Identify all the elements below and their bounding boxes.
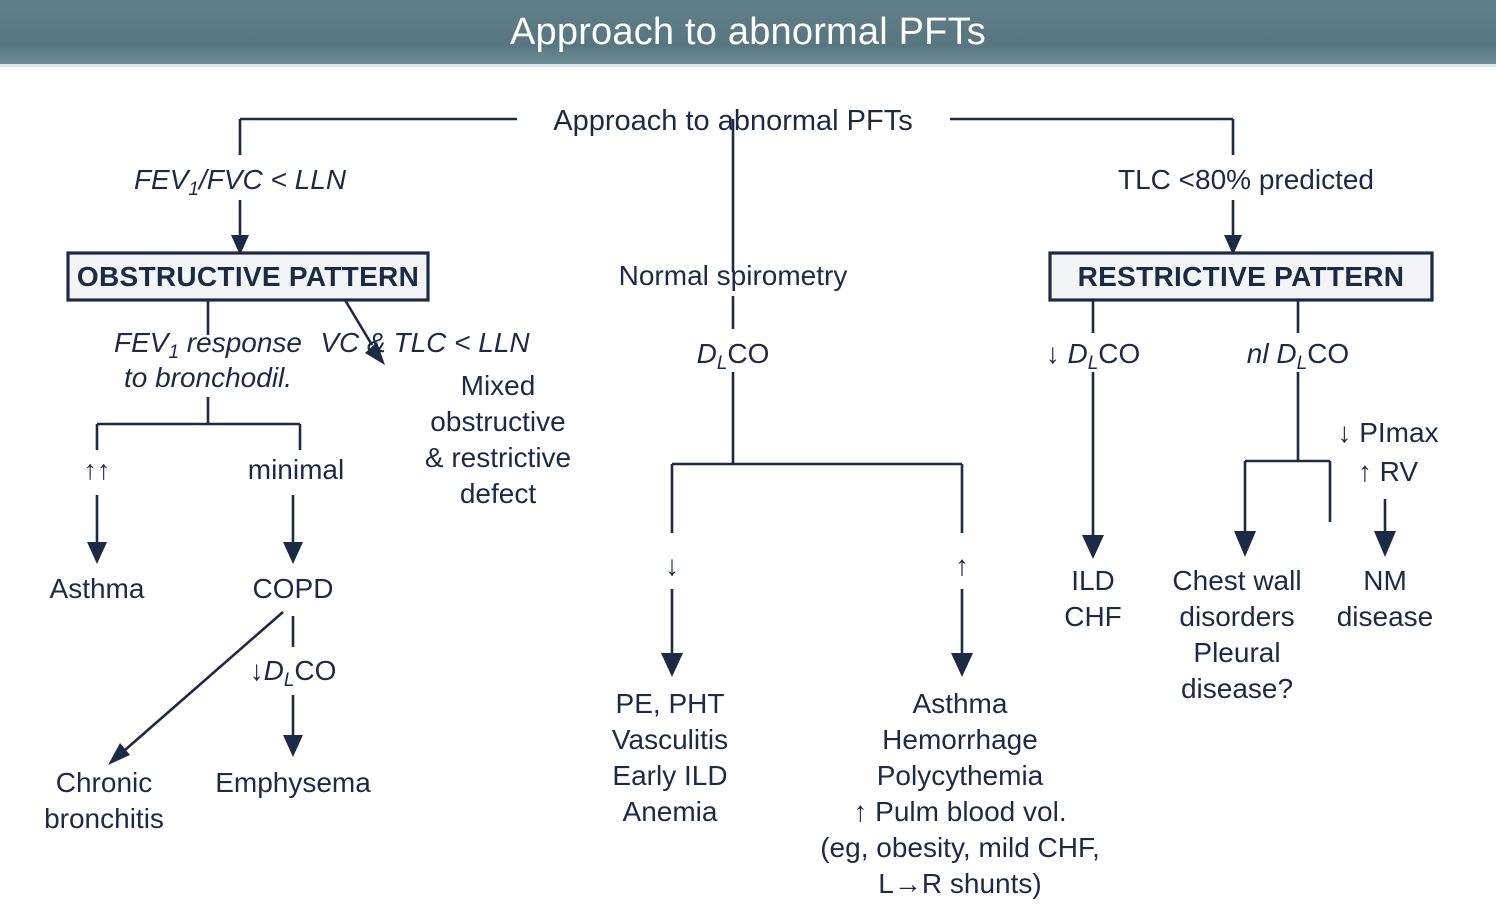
root-connector	[238, 117, 1235, 272]
middle-fork-high-label: ↑	[955, 550, 969, 581]
outcome-emphysema: Emphysema	[215, 767, 371, 798]
left-bronchodilator-test-line2: to bronchodil.	[124, 362, 292, 393]
outcome-copd: COPD	[253, 573, 334, 604]
middle-dlco-fork	[670, 372, 964, 533]
mixed-defect-line-3: & restrictive	[425, 442, 571, 473]
response-minimal-label: minimal	[248, 454, 344, 485]
flowchart-canvas: Approach to abnormal PFTs FEV1/FVC < LLN…	[0, 67, 1496, 921]
mixed-defect-line-4: defect	[460, 478, 536, 509]
left-bronchodilator-test-line1: FEV1 response	[114, 327, 302, 363]
mixed-defect-line-2: obstructive	[430, 406, 565, 437]
restrictive-pattern-box[interactable]	[1048, 251, 1434, 302]
arrow-to-asthma	[87, 495, 107, 564]
right-low-outcome-1: ILD	[1071, 565, 1115, 596]
copd-to-chronic-bronchitis-arrow	[108, 611, 284, 765]
obstructive-pattern-label: OBSTRUCTIVE PATTERN	[77, 261, 419, 292]
middle-high-outcome-6: L→R shunts)	[878, 868, 1041, 899]
right-nm-outcome-1: NM	[1363, 565, 1407, 596]
root-label: Approach to abnormal PFTs	[553, 105, 912, 137]
obstructive-pattern-box[interactable]	[66, 251, 430, 302]
right-chestwall-outcome-1: Chest wall	[1172, 565, 1301, 596]
arrow-to-emphysema	[283, 695, 303, 757]
middle-low-outcome-4: Anemia	[623, 796, 718, 827]
right-chestwall-outcome-3: Pleural	[1193, 637, 1280, 668]
arrow-to-chest-wall	[1234, 522, 1256, 557]
response-strong-label: ↑↑	[84, 455, 111, 485]
banner-underline	[0, 64, 1496, 67]
header-banner: Approach to abnormal PFTs	[0, 0, 1496, 64]
left-criterion-arrow	[231, 200, 249, 255]
flowchart-svg: Approach to abnormal PFTs FEV1/FVC < LLN…	[44, 105, 1438, 899]
arrow-to-ild-chf	[1082, 372, 1104, 559]
right-criterion: TLC <80% predicted	[1118, 164, 1374, 195]
middle-low-outcome-3: Early ILD	[612, 760, 727, 791]
left-vc-tlc-test: VC & TLC < LLN	[320, 327, 530, 358]
right-chestwall-outcome-2: disorders	[1179, 601, 1294, 632]
middle-low-outcome-1: PE, PHT	[616, 688, 725, 719]
middle-low-arrow	[661, 589, 683, 677]
middle-high-outcome-1: Asthma	[913, 688, 1008, 719]
right-low-dlco-test: ↓ DLCO	[1046, 338, 1141, 374]
restrictive-outgoing-stems	[1091, 300, 1300, 333]
nm-marker-rv: ↑ RV	[1358, 456, 1418, 487]
middle-dlco-test: DLCO	[697, 338, 770, 374]
outcome-chronic-bronchitis-line-2: bronchitis	[44, 803, 164, 834]
right-normal-dlco-fork	[1243, 372, 1332, 522]
arrow-to-nm-disease	[1374, 499, 1396, 557]
bronchodilator-response-fork	[95, 397, 302, 450]
obstructive-outgoing-stems	[206, 299, 385, 365]
middle-high-outcome-3: Polycythemia	[877, 760, 1044, 791]
middle-low-outcome-2: Vasculitis	[612, 724, 728, 755]
nm-marker-pimax: ↓ PImax	[1337, 417, 1438, 448]
middle-fork-low-label: ↓	[665, 550, 679, 581]
left-criterion: FEV1/FVC < LLN	[134, 164, 347, 200]
right-nm-outcome-2: disease	[1337, 601, 1434, 632]
middle-high-arrow	[951, 589, 973, 677]
right-criterion-arrow	[1224, 200, 1242, 255]
arrow-to-copd	[283, 495, 303, 564]
page-title: Approach to abnormal PFTs	[509, 10, 986, 53]
right-low-outcome-2: CHF	[1064, 601, 1122, 632]
middle-high-outcome-5: (eg, obesity, mild CHF,	[820, 832, 1100, 863]
right-chestwall-outcome-4: disease?	[1181, 673, 1293, 704]
outcome-chronic-bronchitis-line-1: Chronic	[56, 767, 152, 798]
middle-high-outcome-2: Hemorrhage	[882, 724, 1038, 755]
right-normal-dlco-test: nl DLCO	[1247, 338, 1349, 374]
copd-dlco-test: ↓DLCO	[250, 655, 337, 691]
middle-criterion: Normal spirometry	[619, 260, 848, 291]
middle-high-outcome-4: ↑ Pulm blood vol.	[853, 796, 1066, 827]
mixed-defect-line-1: Mixed	[461, 370, 536, 401]
outcome-asthma: Asthma	[50, 573, 145, 604]
restrictive-pattern-label: RESTRICTIVE PATTERN	[1078, 261, 1405, 292]
